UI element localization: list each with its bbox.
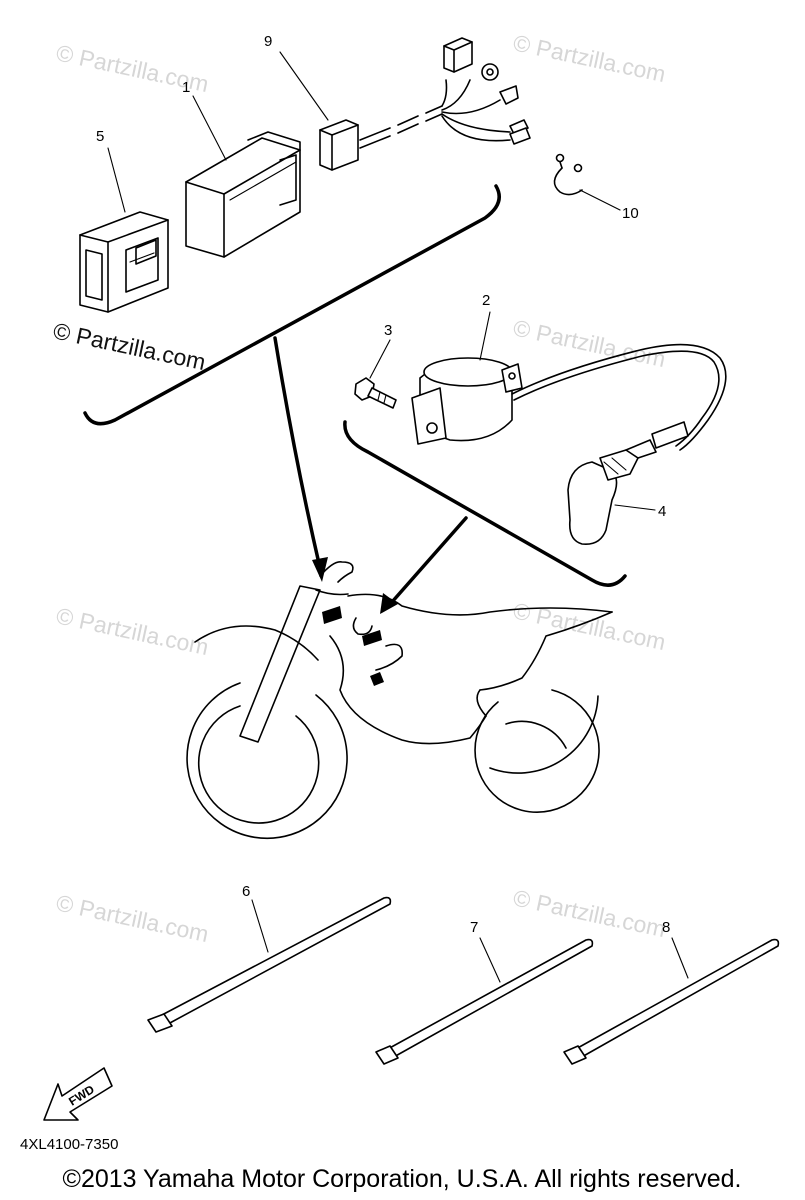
leader-8: [671, 937, 689, 979]
watermark: © Partzilla.com: [54, 602, 211, 660]
motorcycle-outline: [186, 560, 613, 840]
location-mark: [322, 606, 342, 624]
part-6-cable-tie[interactable]: [147, 896, 392, 1033]
fwd-arrow-icon: FWD: [43, 1067, 113, 1121]
part-3-bolt[interactable]: [354, 377, 397, 409]
callout-7[interactable]: 7: [470, 919, 478, 936]
callout-10[interactable]: 10: [622, 205, 639, 222]
leader-1: [192, 95, 227, 161]
part-9-wire-harness[interactable]: [319, 37, 531, 171]
copyright-notice: ©2013 Yamaha Motor Corporation, U.S.A. A…: [63, 1165, 742, 1193]
part-7-cable-tie[interactable]: [375, 938, 594, 1065]
callout-3[interactable]: 3: [384, 322, 392, 339]
leader-9: [279, 51, 329, 121]
leader-5: [107, 147, 126, 213]
callout-6[interactable]: 6: [242, 883, 250, 900]
location-arrow-middle-head: [380, 593, 398, 614]
callout-9[interactable]: 9: [264, 33, 272, 50]
leader-2: [479, 311, 491, 361]
group-bracket-middle: [343, 420, 627, 587]
callout-4[interactable]: 4: [658, 503, 666, 520]
watermark: © Partzilla.com: [511, 29, 668, 87]
location-mark: [362, 630, 382, 646]
partzilla-watermark: © Partzilla.com: [51, 317, 208, 375]
location-mark: [370, 672, 384, 686]
group-bracket-upper: [83, 184, 501, 426]
location-arrow-upper: [273, 336, 322, 570]
leader-6: [251, 899, 269, 953]
part-5-relay[interactable]: [79, 211, 169, 313]
callout-1[interactable]: 1: [182, 79, 190, 96]
part-2-ignition-coil[interactable]: [411, 343, 727, 451]
location-arrow-upper-head: [312, 557, 328, 582]
watermark: © Partzilla.com: [511, 597, 668, 655]
leader-10: [579, 189, 621, 211]
part-8-cable-tie[interactable]: [563, 938, 780, 1065]
watermark: © Partzilla.com: [511, 884, 668, 942]
diagram-code: 4XL4100-7350: [20, 1136, 118, 1153]
callout-5[interactable]: 5: [96, 128, 104, 145]
watermark: © Partzilla.com: [54, 889, 211, 947]
callout-8[interactable]: 8: [662, 919, 670, 936]
location-arrow-middle: [390, 516, 468, 604]
leader-4: [614, 504, 656, 511]
part-4-spark-plug-cap[interactable]: [567, 439, 657, 546]
part-10-clamp[interactable]: [553, 153, 583, 196]
callout-2[interactable]: 2: [482, 292, 490, 309]
leader-3: [369, 339, 391, 379]
part-1-cdi-unit[interactable]: [185, 131, 301, 258]
leader-7: [479, 937, 501, 983]
